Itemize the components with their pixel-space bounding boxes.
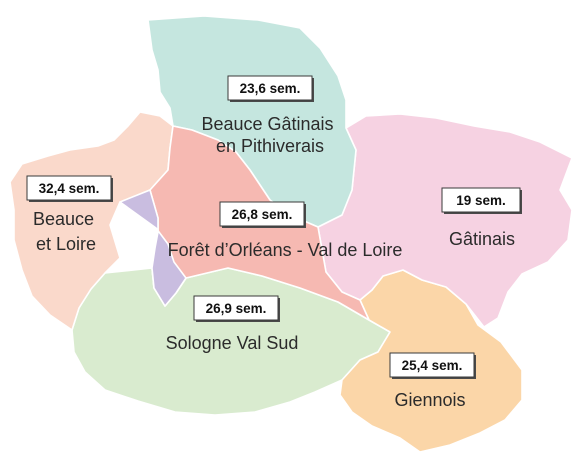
value-badge-text: 19 sem. xyxy=(456,193,506,208)
region-name-line: et Loire xyxy=(36,234,96,254)
region-name-line: Giennois xyxy=(394,390,465,410)
region-name-gatinais: Gâtinais xyxy=(449,229,515,249)
region-name-line: en Pithiverais xyxy=(216,136,324,156)
value-badge-gatinais: 19 sem. xyxy=(441,187,522,214)
region-shape-gatinais xyxy=(317,113,573,328)
region-name-line: Sologne Val Sud xyxy=(166,333,299,353)
region-shape-orleans-metro xyxy=(119,189,187,307)
value-badge-giennois: 25,4 sem. xyxy=(389,352,476,379)
region-name-line: Beauce Gâtinais xyxy=(201,114,333,134)
value-badge-text: 23,6 sem. xyxy=(240,81,301,96)
region-names: Beauce Gâtinais en Pithiverais Beauce et… xyxy=(33,114,515,410)
value-badge-sologne: 26,9 sem. xyxy=(193,295,280,322)
value-badges: 23,6 sem. 32,4 sem. 19 sem. 26,8 sem. 26… xyxy=(26,75,522,379)
region-name-line: Gâtinais xyxy=(449,229,515,249)
value-badge-orleans: 26,8 sem. xyxy=(219,201,306,228)
region-name-sologne: Sologne Val Sud xyxy=(166,333,299,353)
value-badge-beauce-loire: 32,4 sem. xyxy=(26,175,113,202)
value-badge-text: 26,9 sem. xyxy=(206,301,267,316)
value-badge-text: 26,8 sem. xyxy=(232,207,293,222)
region-name-beauce-loire: Beauce et Loire xyxy=(33,209,99,254)
region-name-pithiverais: Beauce Gâtinais en Pithiverais xyxy=(201,114,338,156)
region-name-orleans: Forêt d’Orléans - Val de Loire xyxy=(168,240,403,260)
region-name-line: Beauce xyxy=(33,209,94,229)
value-badge-text: 32,4 sem. xyxy=(39,181,100,196)
region-name-line: Forêt d’Orléans - Val de Loire xyxy=(168,240,403,260)
region-name-giennois: Giennois xyxy=(394,390,465,410)
value-badge-pithiverais: 23,6 sem. xyxy=(227,75,314,102)
value-badge-text: 25,4 sem. xyxy=(402,358,463,373)
